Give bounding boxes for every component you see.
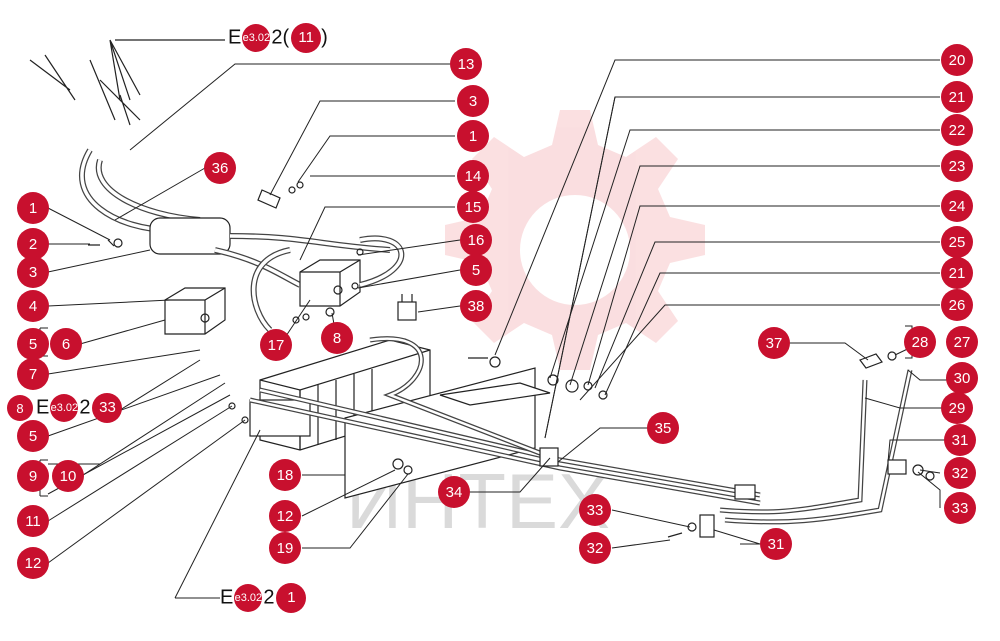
callout-8-center[interactable]: 8 <box>321 322 353 354</box>
callout-15[interactable]: 15 <box>457 191 489 223</box>
callout-33-right[interactable]: 33 <box>944 492 976 524</box>
callout-5-center[interactable]: 5 <box>460 254 492 286</box>
callout-23[interactable]: 23 <box>941 150 973 182</box>
callout-25[interactable]: 25 <box>941 226 973 258</box>
ref-suffix: 2( <box>271 26 290 49</box>
callout-18[interactable]: 18 <box>269 459 301 491</box>
ref-prefix: E <box>36 396 50 419</box>
callout-3-left[interactable]: 3 <box>17 256 49 288</box>
callout-8-left[interactable]: 8 <box>7 395 33 421</box>
watermark-gear-icon <box>445 110 705 370</box>
ref-mini-badge: e3.02 <box>242 24 271 52</box>
callout-22[interactable]: 22 <box>941 114 973 146</box>
callout-36[interactable]: 36 <box>204 152 236 184</box>
ref-suffix: 2 <box>79 396 91 419</box>
callout-29[interactable]: 29 <box>941 392 973 424</box>
ref-prefix: E <box>220 586 234 609</box>
callout-28[interactable]: 28 <box>904 326 936 358</box>
callout-10-left[interactable]: 10 <box>52 460 84 492</box>
callout-33-center[interactable]: 33 <box>579 494 611 526</box>
callout-35[interactable]: 35 <box>647 412 679 444</box>
callout-38[interactable]: 38 <box>460 290 492 322</box>
callout-9-left[interactable]: 9 <box>17 460 49 492</box>
callout-17[interactable]: 17 <box>260 329 292 361</box>
callout-7-left[interactable]: 7 <box>17 358 49 390</box>
callout-4-left[interactable]: 4 <box>17 290 49 322</box>
callout-32-right[interactable]: 32 <box>944 457 976 489</box>
callout-2-left[interactable]: 2 <box>17 228 49 260</box>
callout-12-left[interactable]: 12 <box>17 547 49 579</box>
callout-26[interactable]: 26 <box>941 289 973 321</box>
callout-5-left-lower[interactable]: 5 <box>17 420 49 452</box>
callout-5-left[interactable]: 5 <box>17 328 49 360</box>
callout-21-lower[interactable]: 21 <box>941 257 973 289</box>
callout-31-right[interactable]: 31 <box>944 424 976 456</box>
ref-mini-badge: e3.02 <box>234 584 263 612</box>
callout-11-left[interactable]: 11 <box>17 505 49 537</box>
callout-21-top[interactable]: 21 <box>941 81 973 113</box>
callout-31-center[interactable]: 31 <box>760 528 792 560</box>
callout-12-center[interactable]: 12 <box>269 500 301 532</box>
cross-reference-top[interactable]: Ee3.022(11) <box>228 23 328 53</box>
callout-27[interactable]: 27 <box>946 326 978 358</box>
callout-3-center[interactable]: 3 <box>457 85 489 117</box>
ref-number: 33 <box>92 393 123 423</box>
callout-14[interactable]: 14 <box>457 160 489 192</box>
callout-37[interactable]: 37 <box>758 327 790 359</box>
ref-mini-badge: e3.02 <box>50 394 79 422</box>
ref-number: 1 <box>276 583 307 613</box>
ref-suffix: 2 <box>263 586 275 609</box>
callout-32-center[interactable]: 32 <box>579 532 611 564</box>
ref-close: ) <box>321 26 328 49</box>
callout-6-left[interactable]: 6 <box>50 328 82 360</box>
callout-24[interactable]: 24 <box>941 190 973 222</box>
ref-number: 11 <box>291 23 322 53</box>
callout-13[interactable]: 13 <box>450 48 482 80</box>
callout-20[interactable]: 20 <box>941 44 973 76</box>
callout-34[interactable]: 34 <box>438 476 470 508</box>
callout-1-left[interactable]: 1 <box>17 192 49 224</box>
callout-19[interactable]: 19 <box>269 532 301 564</box>
callout-1-center[interactable]: 1 <box>457 120 489 152</box>
callout-16[interactable]: 16 <box>460 224 492 256</box>
callout-30[interactable]: 30 <box>946 362 978 394</box>
ref-prefix: E <box>228 26 242 49</box>
